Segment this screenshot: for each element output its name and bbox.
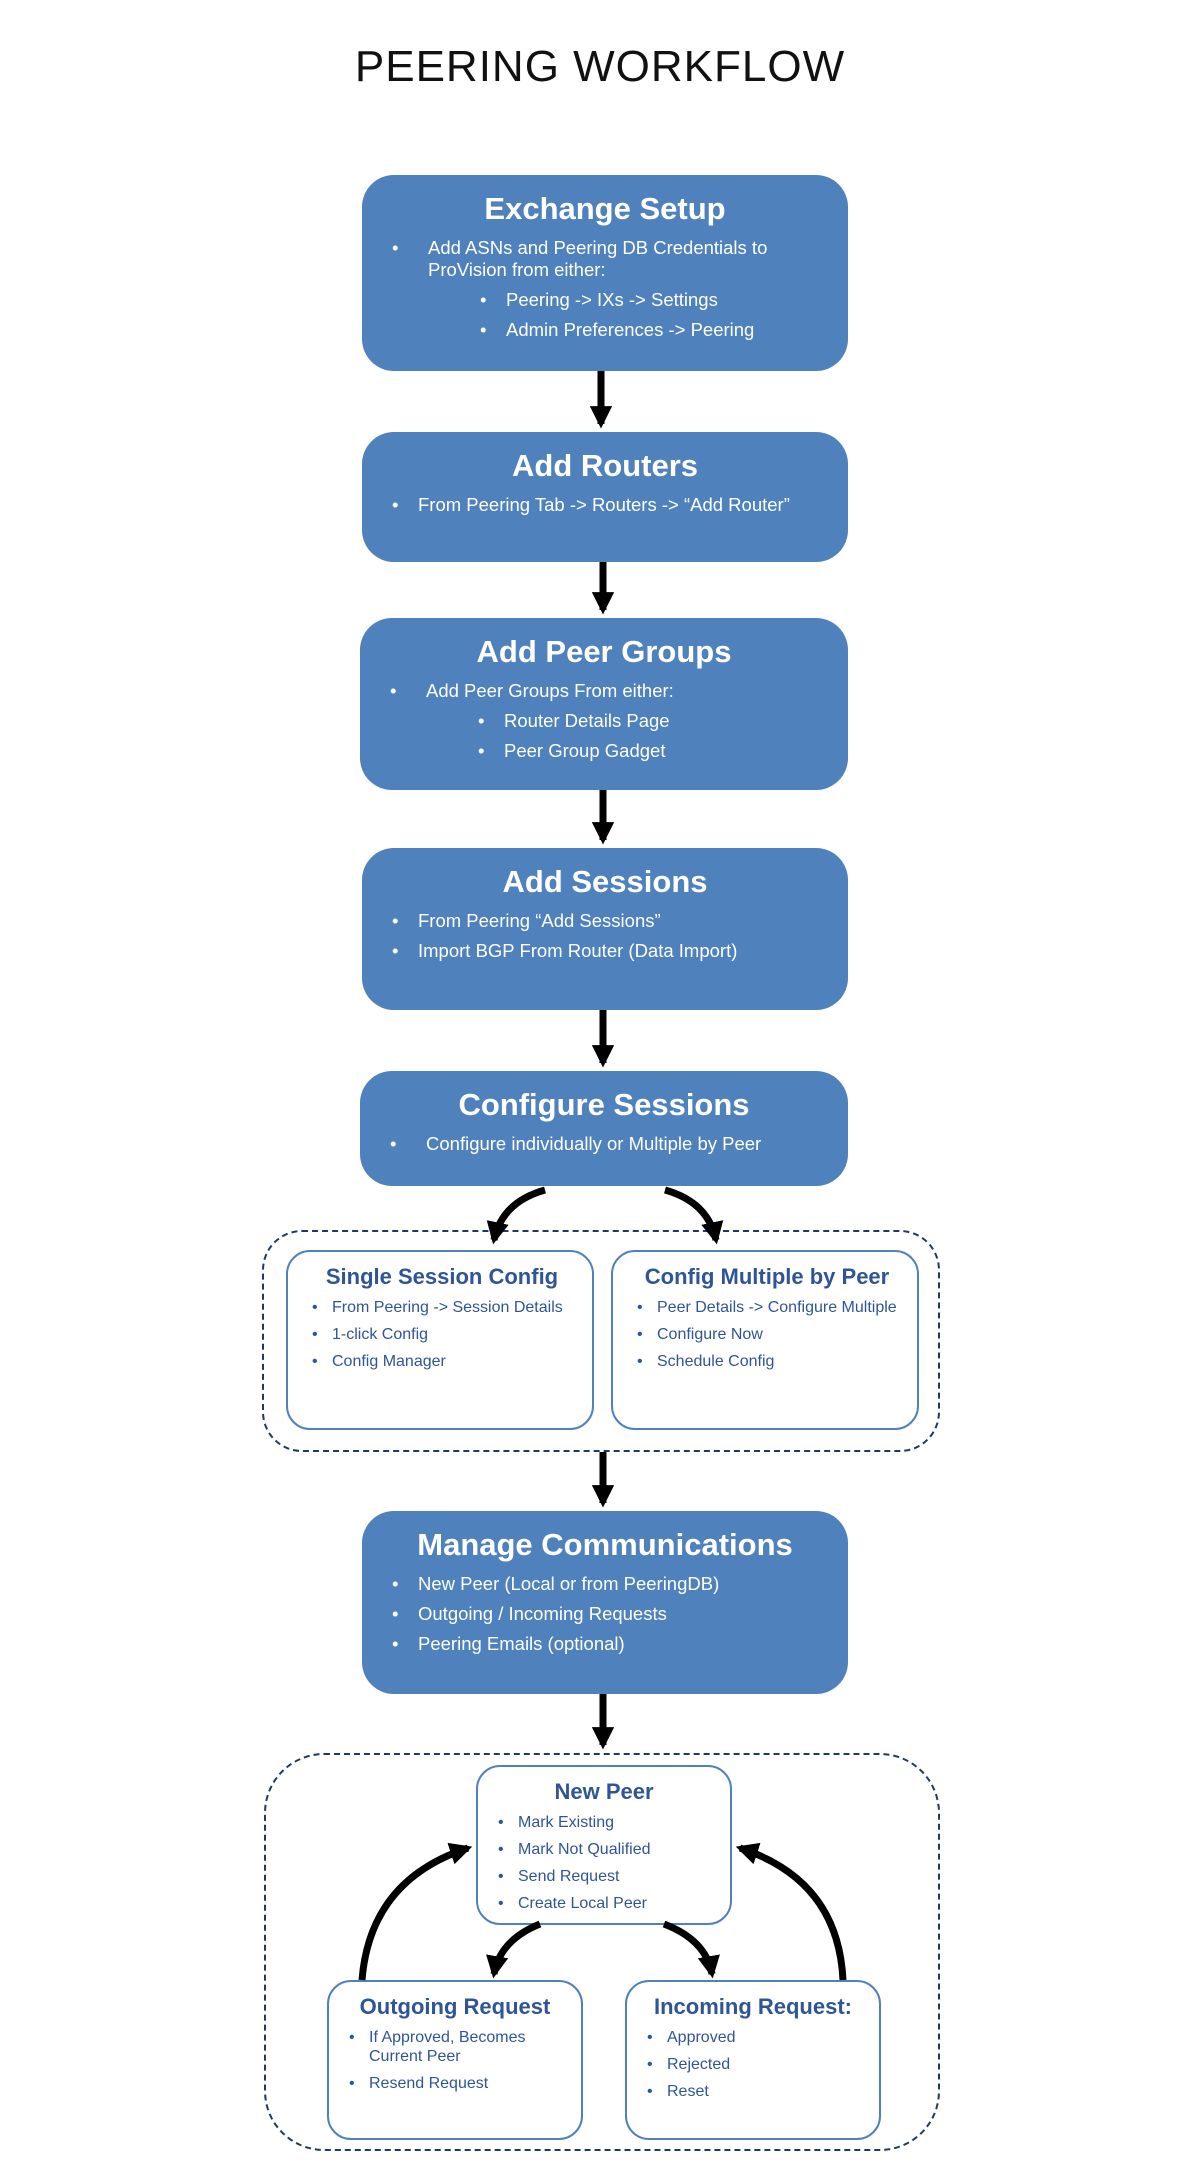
step-exchange-setup: Exchange Setup Add ASNs and Peering DB C… (362, 175, 848, 371)
single-session-config-card: Single Session Config From Peering -> Se… (286, 1250, 594, 1430)
arrow-curved-icon (358, 1842, 473, 1981)
step-sub-bullet: Router Details Page (478, 710, 818, 732)
step-bullet: Peering Emails (optional) (392, 1633, 818, 1655)
card-heading: Incoming Request: (653, 1994, 852, 2019)
card-item: 1-click Config (308, 1325, 576, 1344)
card-item: If Approved, Becomes Current Peer (345, 2028, 565, 2066)
card-item: Create Local Peer (494, 1894, 714, 1913)
incoming-request-card: Incoming Request: Approved Rejected Rese… (625, 1980, 881, 2140)
step-bullet: Outgoing / Incoming Requests (392, 1603, 818, 1625)
card-item: From Peering -> Session Details (308, 1298, 576, 1317)
step-manage-communications: Manage Communications New Peer (Local or… (362, 1511, 848, 1694)
card-item: Rejected (643, 2055, 863, 2074)
diagram-title: PEERING WORKFLOW (354, 42, 846, 91)
step-bullet: Add ASNs and Peering DB Credentials to P… (392, 237, 818, 281)
card-item: Peer Details -> Configure Multiple (633, 1298, 901, 1317)
arrow-curved-icon (486, 1920, 542, 1979)
step-configure-sessions: Configure Sessions Configure individuall… (360, 1071, 848, 1186)
step-heading: Add Routers (512, 448, 698, 483)
step-bullet: Add Peer Groups From either: (390, 680, 818, 702)
step-heading: Exchange Setup (484, 191, 726, 226)
card-item: Config Manager (308, 1352, 576, 1371)
step-heading: Configure Sessions (458, 1087, 750, 1122)
card-item: Resend Request (345, 2074, 565, 2093)
card-item: Send Request (494, 1867, 714, 1886)
step-heading: Add Sessions (502, 864, 708, 899)
arrow-curved-icon (662, 1920, 720, 1979)
step-bullet: Configure individually or Multiple by Pe… (390, 1133, 818, 1155)
step-add-sessions: Add Sessions From Peering “Add Sessions”… (362, 848, 848, 1010)
new-peer-card: New Peer Mark Existing Mark Not Qualifie… (476, 1765, 732, 1925)
card-heading: Outgoing Request (359, 1994, 551, 2019)
step-sub-bullet: Admin Preferences -> Peering (480, 319, 818, 341)
arrow-curved-icon (486, 1186, 547, 1245)
card-item: Approved (643, 2028, 863, 2047)
card-item: Mark Existing (494, 1813, 714, 1832)
card-heading: New Peer (554, 1779, 654, 1804)
communications-group (264, 1753, 940, 2151)
step-bullet: From Peering “Add Sessions” (392, 910, 818, 932)
arrow-curved-icon (735, 1842, 847, 1981)
step-heading: Add Peer Groups (476, 634, 732, 669)
step-bullet: From Peering Tab -> Routers -> “Add Rout… (392, 494, 818, 516)
step-add-peer-groups: Add Peer Groups Add Peer Groups From eit… (360, 618, 848, 790)
outgoing-request-card: Outgoing Request If Approved, Becomes Cu… (327, 1980, 583, 2140)
step-heading: Manage Communications (417, 1527, 793, 1562)
step-add-routers: Add Routers From Peering Tab -> Routers … (362, 432, 848, 562)
arrow-curved-icon (663, 1186, 724, 1245)
card-heading: Config Multiple by Peer (644, 1264, 890, 1289)
step-bullet: Import BGP From Router (Data Import) (392, 940, 818, 962)
config-options-group (262, 1230, 940, 1452)
card-item: Schedule Config (633, 1352, 901, 1371)
card-item: Reset (643, 2082, 863, 2101)
step-sub-bullet: Peer Group Gadget (478, 740, 818, 762)
step-sub-bullet: Peering -> IXs -> Settings (480, 289, 818, 311)
step-bullet: New Peer (Local or from PeeringDB) (392, 1573, 818, 1595)
card-heading: Single Session Config (325, 1264, 559, 1289)
card-item: Mark Not Qualified (494, 1840, 714, 1859)
card-item: Configure Now (633, 1325, 901, 1344)
config-multiple-by-peer-card: Config Multiple by Peer Peer Details -> … (611, 1250, 919, 1430)
